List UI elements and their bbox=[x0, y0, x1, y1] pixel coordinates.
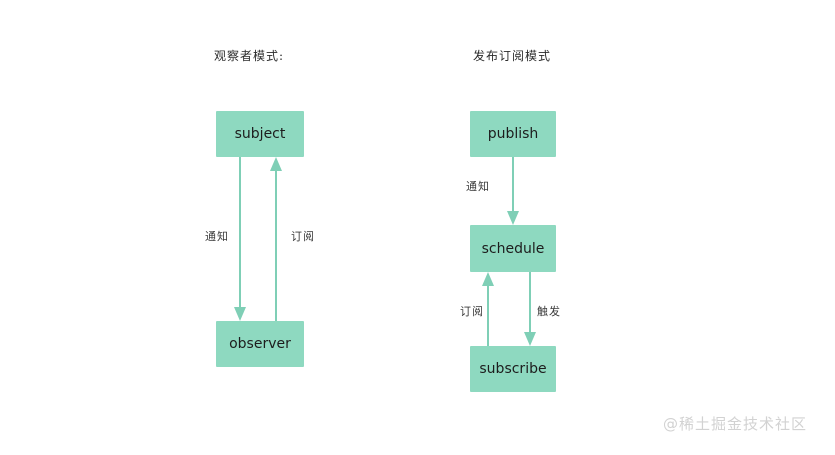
edge-label-subscribe-to-schedule: 订阅 bbox=[460, 305, 484, 318]
arrow-subscribe-to-schedule bbox=[482, 272, 494, 346]
node-subscribe[interactable]: subscribe bbox=[470, 346, 556, 392]
arrow-publish-to-schedule bbox=[507, 157, 519, 225]
edge-label-observer-to-subject: 订阅 bbox=[291, 230, 315, 243]
watermark: @稀土掘金技术社区 bbox=[663, 415, 808, 433]
node-observer[interactable]: observer bbox=[216, 321, 304, 367]
edge-label-schedule-to-subscribe: 触发 bbox=[537, 305, 561, 318]
arrow-observer-to-subject bbox=[270, 157, 282, 321]
edge-label-publish-to-schedule: 通知 bbox=[466, 180, 490, 193]
arrow-schedule-to-subscribe bbox=[524, 272, 536, 346]
publish-subscribe-pattern-title: 发布订阅模式 bbox=[473, 49, 552, 63]
node-schedule[interactable]: schedule bbox=[470, 225, 556, 272]
edge-label-subject-to-observer: 通知 bbox=[205, 230, 229, 243]
node-subject[interactable]: subject bbox=[216, 111, 304, 157]
observer-pattern-title: 观察者模式: bbox=[214, 49, 285, 63]
node-publish[interactable]: publish bbox=[470, 111, 556, 157]
arrow-subject-to-observer bbox=[234, 157, 246, 321]
